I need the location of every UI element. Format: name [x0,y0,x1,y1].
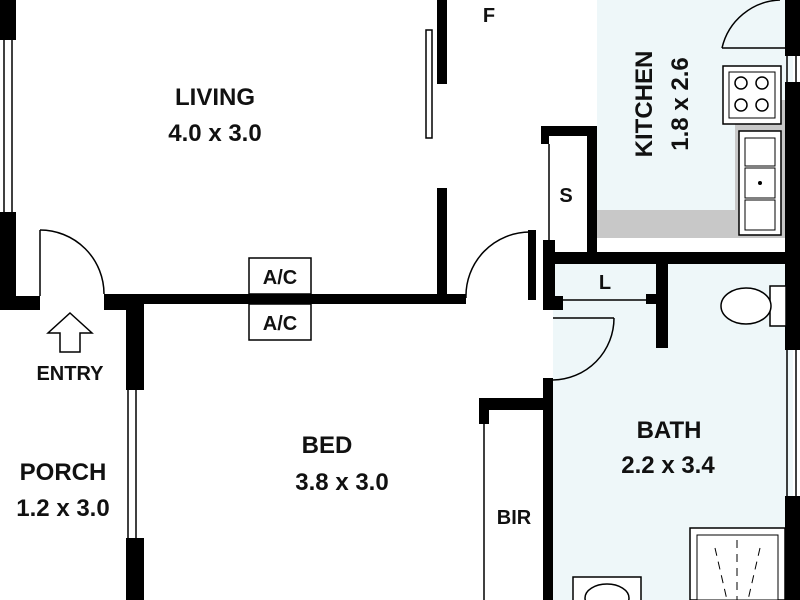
wall-living-right-top [437,0,447,84]
porch-room-dims: 1.2 x 3.0 [16,495,109,522]
wall-porch-top [0,296,40,310]
wall-linen-bottom-right [646,294,668,304]
bath-room-name: BATH [637,417,702,444]
bir-label: BIR [497,507,532,529]
bath-room-dims: 2.2 x 3.4 [621,452,715,479]
storage-label: S [559,185,572,207]
living-room-name: LIVING [175,84,255,111]
wall-right-top [785,0,800,56]
window-kitchen-right [786,56,797,82]
wall-kitchen-bath [543,252,800,264]
bed-room-dims: 3.8 x 3.0 [295,469,388,496]
fridge-label: F [483,5,495,27]
wall-bed-left-bottom [126,538,144,600]
ac-unit-upper: A/C [248,257,312,295]
shower-icon [689,527,786,600]
ac-lower-label: A/C [263,313,297,335]
door-kitchen [721,0,785,49]
door-bath [552,317,615,381]
living-room-dims: 4.0 x 3.0 [168,120,261,147]
wall-left-lower [0,212,16,310]
linen-label: L [599,272,611,294]
porch-room-name: PORCH [20,459,107,486]
kitchen-room-name: KITCHEN [631,51,658,158]
wall-right-low [785,496,800,600]
window-living-left [3,40,13,212]
wall-right-mid [785,82,800,350]
entry-label: ENTRY [36,363,104,385]
door-bed [465,231,531,299]
window-bath-right [786,350,797,496]
toilet-icon [720,285,787,327]
ac-upper-label: A/C [263,267,297,289]
wall-linen-bottom [543,296,563,310]
wall-storage-left [541,126,549,144]
window-bed-left [127,390,137,538]
wall-hall-right [528,230,536,300]
wall-bir-top [479,398,543,410]
kitchen-room-dims: 1.8 x 2.6 [667,57,694,150]
stove-icon [722,65,782,125]
wall-linen-right [656,262,668,348]
sink-icon [738,130,782,236]
vanity-icon [572,576,642,600]
wall-left-top [0,0,16,40]
wall-living-right-mid [437,188,447,296]
kitchen-bench [597,100,785,238]
wall-living-bed [104,294,466,304]
ac-unit-lower: A/C [248,303,312,341]
sliding-door-living [425,29,433,139]
wall-storage-right [587,126,597,252]
kitchen-label-group: KITCHEN 1.8 x 2.6 [631,51,694,158]
entry-arrow-icon [46,311,94,353]
wall-storage-top [541,126,597,136]
wall-bed-left [126,304,144,390]
door-entry [39,229,105,296]
wall-bath-left [543,378,553,600]
bed-room-name: BED [302,432,353,459]
wall-linen-left [543,240,555,310]
wall-bir-stub [479,398,489,424]
